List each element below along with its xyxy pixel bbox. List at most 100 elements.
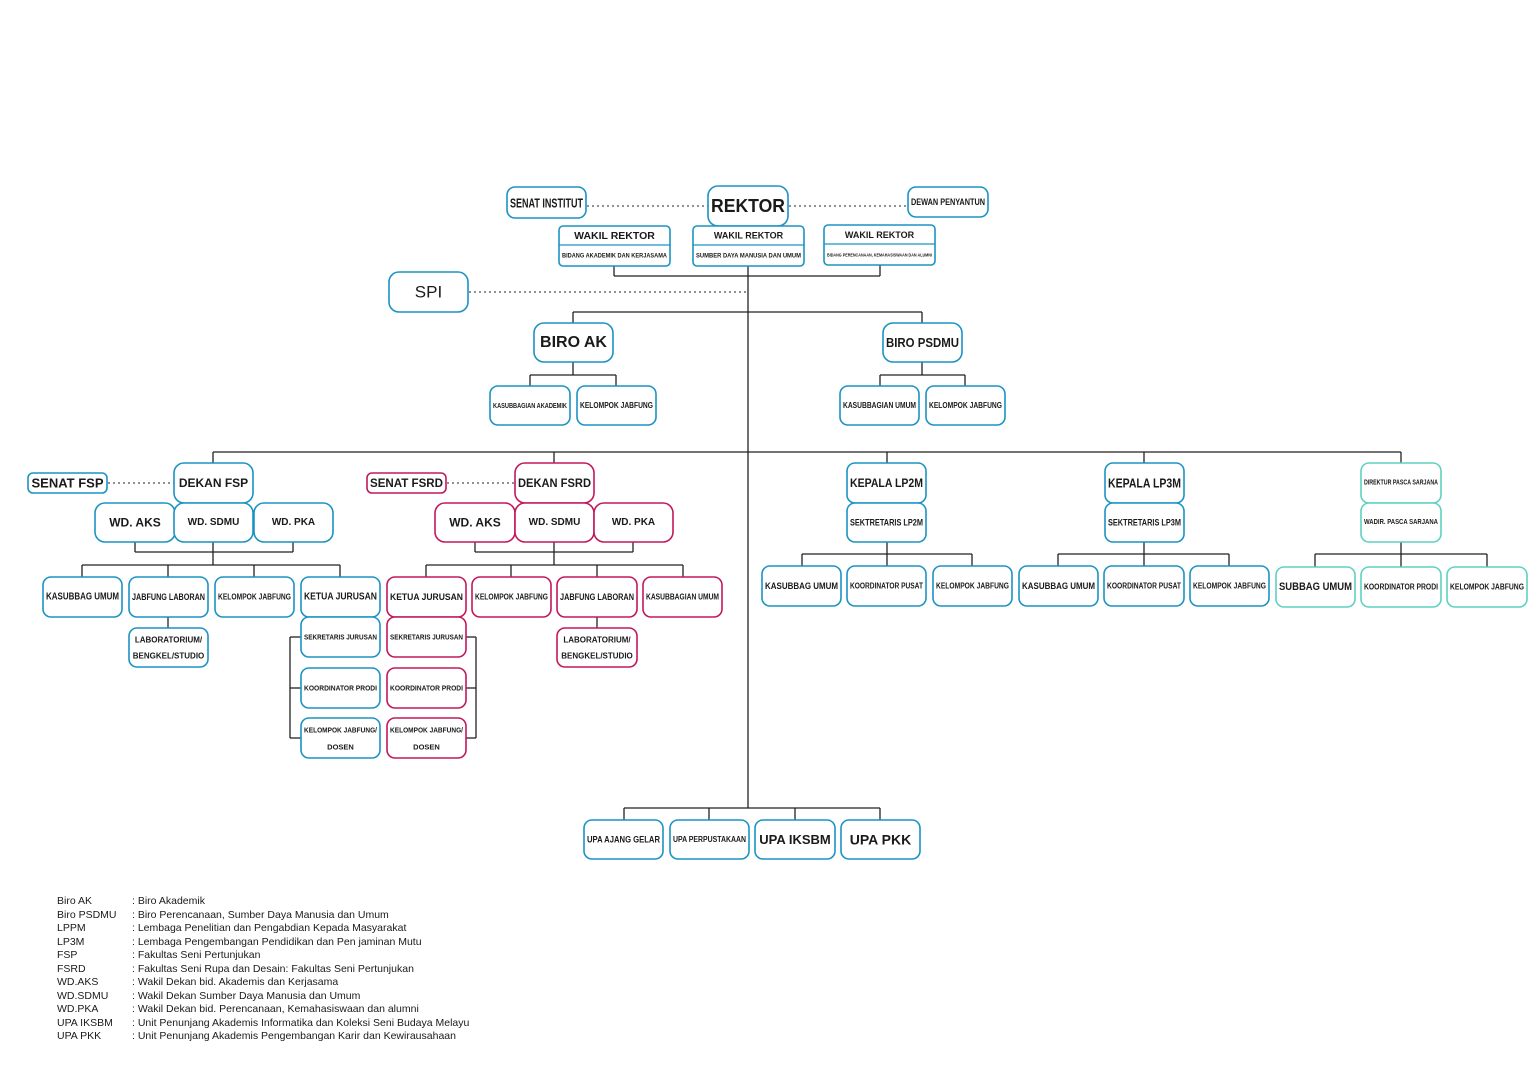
svg-text:DEWAN PENYANTUN: DEWAN PENYANTUN xyxy=(911,197,985,207)
fsrd-ketua-jurusan-box: KETUA JURUSAN xyxy=(386,576,467,618)
svg-text:KELOMPOK JABFUNG: KELOMPOK JABFUNG xyxy=(475,593,548,602)
legend-desc: : Wakil Dekan Sumber Daya Manusia dan Um… xyxy=(132,989,361,1002)
svg-text:WAKIL REKTOR: WAKIL REKTOR xyxy=(574,230,655,242)
rektor-box: REKTOR xyxy=(707,185,789,227)
fsp-kelompok-jabfung-box: KELOMPOK JABFUNG xyxy=(214,576,295,618)
svg-text:JABFUNG LABORAN: JABFUNG LABORAN xyxy=(132,592,205,602)
legend-desc: : Unit Penunjang Akademis Informatika da… xyxy=(132,1016,470,1029)
fsp-wd-aks-box: WD. AKS xyxy=(94,502,176,543)
svg-text:WAKIL REKTOR: WAKIL REKTOR xyxy=(714,231,784,241)
legend-abbr: WD.PKA xyxy=(57,1003,99,1015)
svg-text:WD. SDMU: WD. SDMU xyxy=(188,517,240,528)
svg-text:BIRO PSDMU: BIRO PSDMU xyxy=(886,335,959,350)
senat-fsrd-box: SENAT FSRD xyxy=(366,472,447,494)
upa-iksbm-box: UPA IKSBM xyxy=(754,819,836,860)
svg-text:BENGKEL/STUDIO: BENGKEL/STUDIO xyxy=(133,652,205,661)
psdmu-kelompok-jabfung-box: KELOMPOK JABFUNG xyxy=(925,385,1006,426)
svg-text:KOORDINATOR PRODI: KOORDINATOR PRODI xyxy=(304,684,377,693)
legend-abbr: LP3M xyxy=(57,935,85,948)
biro-ak-box: BIRO AK xyxy=(533,322,614,363)
legend-abbr: Biro AK xyxy=(57,895,93,907)
svg-text:WD. PKA: WD. PKA xyxy=(612,517,655,528)
wakil-rektor-2-box: WAKIL REKTOR SUMBER DAYA MANUSIA DAN UMU… xyxy=(692,225,805,267)
dekan-fsrd-box: DEKAN FSRD xyxy=(514,462,595,504)
svg-text:KELOMPOK JABFUNG: KELOMPOK JABFUNG xyxy=(1193,582,1266,591)
legend-abbr: UPA PKK xyxy=(57,1030,102,1042)
legend-abbr: FSP xyxy=(57,949,78,961)
direktur-pasca-box: DIREKTUR PASCA SARJANA xyxy=(1360,462,1442,504)
ak-kasubbagian-box: KASUBBAGIAN AKADEMIK xyxy=(489,385,571,426)
svg-text:WD. SDMU: WD. SDMU xyxy=(529,517,581,528)
lp2m-kelompok-jabfung-box: KELOMPOK JABFUNG xyxy=(932,565,1013,607)
fsrd-koordinator-prodi-box: KOORDINATOR PRODI xyxy=(386,667,467,709)
svg-text:KEPALA LP3M: KEPALA LP3M xyxy=(1108,476,1181,491)
pasca-kelompok-jabfung-box: KELOMPOK JABFUNG xyxy=(1446,566,1528,608)
legend-abbr: WD.AKS xyxy=(57,976,99,988)
legend-row: FSRD: Fakultas Seni Rupa dan Desain: Fak… xyxy=(57,963,469,977)
svg-text:KELOMPOK JABFUNG/: KELOMPOK JABFUNG/ xyxy=(304,726,378,735)
svg-text:SUMBER DAYA MANUSIA DAN UMUM: SUMBER DAYA MANUSIA DAN UMUM xyxy=(696,253,801,260)
fsrd-wd-sdmu-box: WD. SDMU xyxy=(514,502,595,543)
lp3m-kelompok-jabfung-box: KELOMPOK JABFUNG xyxy=(1189,565,1270,607)
kepala-lp2m-box: KEPALA LP2M xyxy=(846,462,927,504)
svg-text:BIDANG PERENCANAAN, KEMAHASISW: BIDANG PERENCANAAN, KEMAHASISWAAN DAN AL… xyxy=(827,253,932,258)
fsrd-kasubbagian-umum-box: KASUBBAGIAN UMUM xyxy=(642,576,723,618)
fsp-jabfung-laboran-box: JABFUNG LABORAN xyxy=(128,576,209,618)
sekretaris-lp2m-box: SEKTRETARIS LP2M xyxy=(846,502,927,543)
kepala-lp3m-box: KEPALA LP3M xyxy=(1104,462,1185,504)
svg-text:KASUBBAG UMUM: KASUBBAG UMUM xyxy=(1022,581,1095,591)
legend-desc: : Fakultas Seni Rupa dan Desain: Fakulta… xyxy=(132,962,414,975)
svg-text:KETUA JURUSAN: KETUA JURUSAN xyxy=(304,592,377,603)
fsrd-laboratorium-box: LABORATORIUM/ BENGKEL/STUDIO xyxy=(556,627,638,668)
svg-text:SENAT FSP: SENAT FSP xyxy=(32,476,104,491)
legend-row: UPA PKK: Unit Penunjang Akademis Pengemb… xyxy=(57,1030,469,1044)
svg-text:BIDANG AKADEMIK DAN KERJASAMA: BIDANG AKADEMIK DAN KERJASAMA xyxy=(562,253,667,260)
fsrd-kelompok-jabfung-box: KELOMPOK JABFUNG xyxy=(471,576,552,618)
ak-kelompok-jabfung-box: KELOMPOK JABFUNG xyxy=(576,385,657,426)
fsrd-sekretaris-jurusan-box: SEKRETARIS JURUSAN xyxy=(386,616,467,658)
legend-desc: : Lembaga Penelitian dan Pengabdian Kepa… xyxy=(132,922,407,934)
svg-text:DEKAN FSP: DEKAN FSP xyxy=(179,476,248,490)
fsrd-kelompok-dosen-box: KELOMPOK JABFUNG/ DOSEN xyxy=(386,717,467,759)
svg-text:WD. AKS: WD. AKS xyxy=(109,516,161,530)
svg-text:KETUA JURUSAN: KETUA JURUSAN xyxy=(390,592,463,602)
legend-abbr: UPA IKSBM xyxy=(57,1016,113,1029)
legend-row: WD.PKA : Wakil Dekan bid. Perencanaan, Ke… xyxy=(57,1003,469,1017)
lp2m-kasubbag-umum-box: KASUBBAG UMUM xyxy=(761,565,842,607)
connector-lines xyxy=(81,205,1488,820)
svg-text:WADIR. PASCA SARJANA: WADIR. PASCA SARJANA xyxy=(1364,519,1438,526)
svg-text:KELOMPOK JABFUNG: KELOMPOK JABFUNG xyxy=(218,593,291,602)
svg-text:DEKAN FSRD: DEKAN FSRD xyxy=(518,476,591,490)
svg-text:KEPALA LP2M: KEPALA LP2M xyxy=(850,476,923,490)
wadir-pasca-box: WADIR. PASCA SARJANA xyxy=(1360,502,1442,543)
svg-text:KELOMPOK JABFUNG: KELOMPOK JABFUNG xyxy=(936,582,1009,591)
fsp-sekretaris-jurusan-box: SEKRETARIS JURUSAN xyxy=(300,616,381,658)
legend-desc: : Biro Akademik xyxy=(132,895,205,907)
svg-text:KELOMPOK JABFUNG/: KELOMPOK JABFUNG/ xyxy=(390,726,464,735)
svg-text:SEKTRETARIS LP3M: SEKTRETARIS LP3M xyxy=(1108,518,1181,528)
svg-text:KASUBBAGIAN AKADEMIK: KASUBBAGIAN AKADEMIK xyxy=(493,401,567,410)
svg-text:SEKRETARIS JURUSAN: SEKRETARIS JURUSAN xyxy=(390,633,463,642)
legend-row: Biro AK : Biro Akademik xyxy=(57,895,469,909)
svg-text:UPA PERPUSTAKAAN: UPA PERPUSTAKAAN xyxy=(673,835,746,844)
fsp-ketua-jurusan-box: KETUA JURUSAN xyxy=(300,576,381,618)
legend-row: FSP: Fakultas Seni Pertunjukan xyxy=(57,949,469,963)
svg-text:WD. AKS: WD. AKS xyxy=(449,516,501,530)
svg-text:BIRO AK: BIRO AK xyxy=(540,334,607,351)
senat-fsp-box: SENAT FSP xyxy=(27,472,108,494)
lp3m-koordinator-pusat-box: KOORDINATOR PUSAT xyxy=(1103,565,1185,607)
upa-pkk-box: UPA PKK xyxy=(840,819,921,860)
legend-desc: : Wakil Dekan bid. Perencanaan, Kemahasi… xyxy=(132,1003,419,1015)
svg-text:LABORATORIUM/: LABORATORIUM/ xyxy=(135,636,203,645)
psdmu-kasubbagian-box: KASUBBAGIAN UMUM xyxy=(839,385,920,426)
svg-text:DIREKTUR PASCA SARJANA: DIREKTUR PASCA SARJANA xyxy=(1364,480,1438,487)
legend-desc: : Biro Perencanaan, Sumber Daya Manusia … xyxy=(132,908,389,921)
dekan-fsp-box: DEKAN FSP xyxy=(173,462,254,504)
pasca-koordinator-prodi-box: KOORDINATOR PRODI xyxy=(1360,566,1442,608)
svg-text:SENAT INSTITUT: SENAT INSTITUT xyxy=(510,196,583,211)
fsrd-jabfung-laboran-box: JABFUNG LABORAN xyxy=(556,576,638,618)
svg-text:WAKIL REKTOR: WAKIL REKTOR xyxy=(845,230,915,240)
fsp-kasubbag-umum-box: KASUBBAG UMUM xyxy=(42,576,123,618)
svg-text:KOORDINATOR PRODI: KOORDINATOR PRODI xyxy=(390,684,463,693)
